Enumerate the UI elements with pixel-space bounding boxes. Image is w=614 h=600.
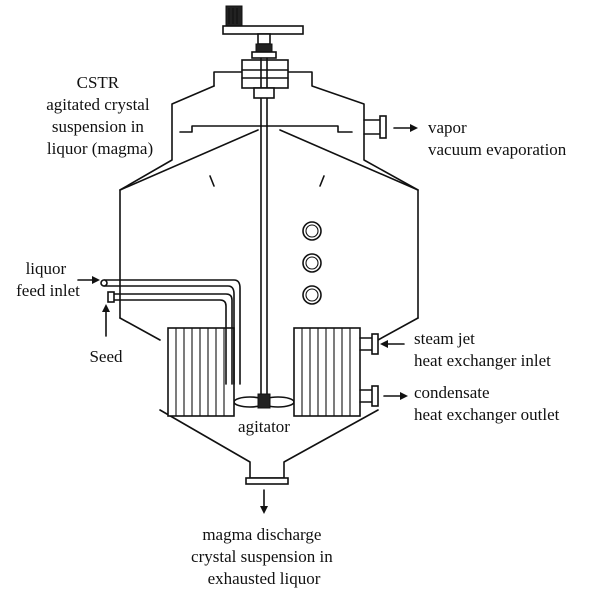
- discharge-nozzle: [245, 477, 289, 485]
- agitator-drive-motor: [222, 5, 304, 59]
- label-seed: Seed: [89, 347, 123, 366]
- label-steam-jet: steam jet heat exchanger inlet: [414, 329, 551, 370]
- steam-inlet-nozzle: [359, 333, 379, 355]
- label-condensate: condensate heat exchanger outlet: [414, 383, 560, 424]
- agitator-impeller: [233, 393, 295, 409]
- crystallizer-vessel: [119, 59, 419, 479]
- sight-glasses: [302, 221, 322, 305]
- label-vapor: vapor vacuum evaporation: [428, 118, 567, 159]
- seed-arrow: [102, 304, 110, 337]
- vapor-arrow: [393, 124, 418, 132]
- heat-exchanger-right: [293, 327, 361, 417]
- agitator-shaft: [253, 57, 275, 395]
- label-magma-discharge: magma discharge crystal suspension in ex…: [191, 525, 337, 588]
- label-agitator: agitator: [238, 417, 290, 436]
- discharge-arrow: [260, 489, 268, 514]
- label-cstr: CSTR agitated crystal suspension in liqu…: [46, 73, 154, 158]
- vapor-head: [213, 71, 419, 319]
- steam-arrow: [380, 340, 405, 348]
- condensate-arrow: [383, 392, 408, 400]
- liquor-feed-arrow: [77, 276, 100, 284]
- condensate-outlet-nozzle: [359, 385, 379, 407]
- liquor-feed-pipe: [100, 279, 241, 385]
- heat-exchanger-left: [167, 327, 235, 417]
- label-liquor-feed: liquor feed inlet: [16, 259, 80, 300]
- seed-pipe: [107, 291, 233, 385]
- vapor-outlet-nozzle: [363, 115, 387, 139]
